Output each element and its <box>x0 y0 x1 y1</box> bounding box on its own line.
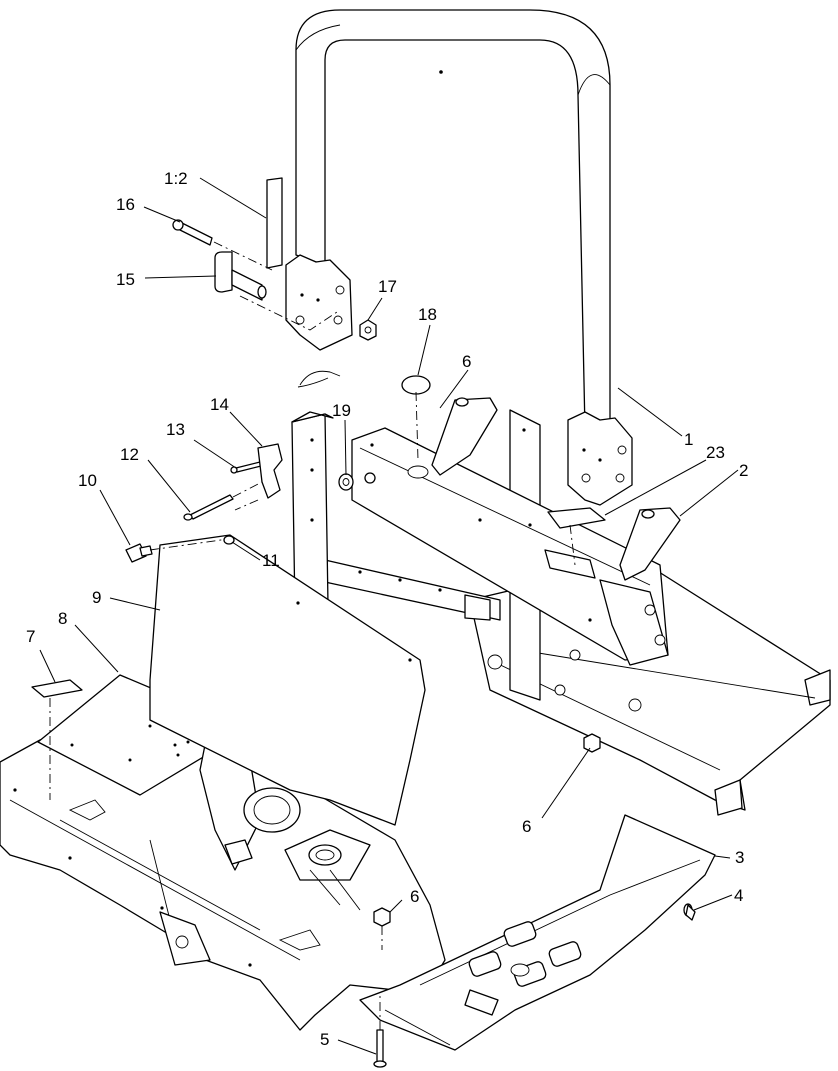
callout-10: 10 <box>78 471 97 490</box>
callout-16: 16 <box>116 195 135 214</box>
decal-7 <box>31 679 83 800</box>
latch-10 <box>125 537 236 563</box>
bolt-5 <box>373 995 387 1068</box>
foot-pan <box>359 814 716 1051</box>
callout-23: 23 <box>706 443 725 462</box>
bracket-14 <box>234 443 283 511</box>
washer-19 <box>338 472 376 491</box>
nut-11 <box>223 535 235 545</box>
leader-lines <box>39 177 739 1055</box>
pad-23 <box>547 507 606 566</box>
seat-pan <box>149 534 426 826</box>
pin-15 <box>214 251 341 331</box>
callout-18: 18 <box>418 305 437 324</box>
bracket-2 <box>619 507 681 581</box>
callout-4: 4 <box>734 886 743 905</box>
nut-6-mid <box>583 733 601 753</box>
callout-2: 2 <box>739 461 748 480</box>
callout-1-2: 1:2 <box>164 169 188 188</box>
callout-3: 3 <box>735 848 744 867</box>
callout-11: 11 <box>262 551 280 570</box>
callout-13: 13 <box>166 420 185 439</box>
callout-19: 19 <box>332 401 351 420</box>
callout-9: 9 <box>92 588 101 607</box>
callout-15: 15 <box>116 270 135 289</box>
callout-12: 12 <box>120 445 139 464</box>
cap-18 <box>401 375 431 461</box>
roll-bar <box>285 9 633 506</box>
screw-4 <box>683 903 696 921</box>
nut-6-lower <box>373 907 391 950</box>
seat-mount-beam <box>351 427 669 666</box>
pin-16 <box>172 219 273 271</box>
callout-8: 8 <box>58 609 67 628</box>
callout-14: 14 <box>210 395 229 414</box>
callout-5: 5 <box>320 1030 329 1049</box>
callout-6-mid: 6 <box>522 817 531 836</box>
center-mechanism <box>199 719 371 911</box>
nut-17 <box>359 319 377 341</box>
callout-6-lower: 6 <box>410 887 419 906</box>
bracket-6-upper <box>431 397 498 476</box>
bolt-12 <box>183 481 263 521</box>
decal-1-2 <box>266 177 283 269</box>
callout-6-upper: 6 <box>462 352 471 371</box>
callout-17: 17 <box>378 277 397 296</box>
hair-pin <box>297 370 341 388</box>
callout-labels: 1 1:2 2 3 4 5 6 6 6 7 8 9 10 11 12 13 14… <box>26 169 748 1049</box>
callout-1: 1 <box>684 430 693 449</box>
callout-7: 7 <box>26 627 35 646</box>
